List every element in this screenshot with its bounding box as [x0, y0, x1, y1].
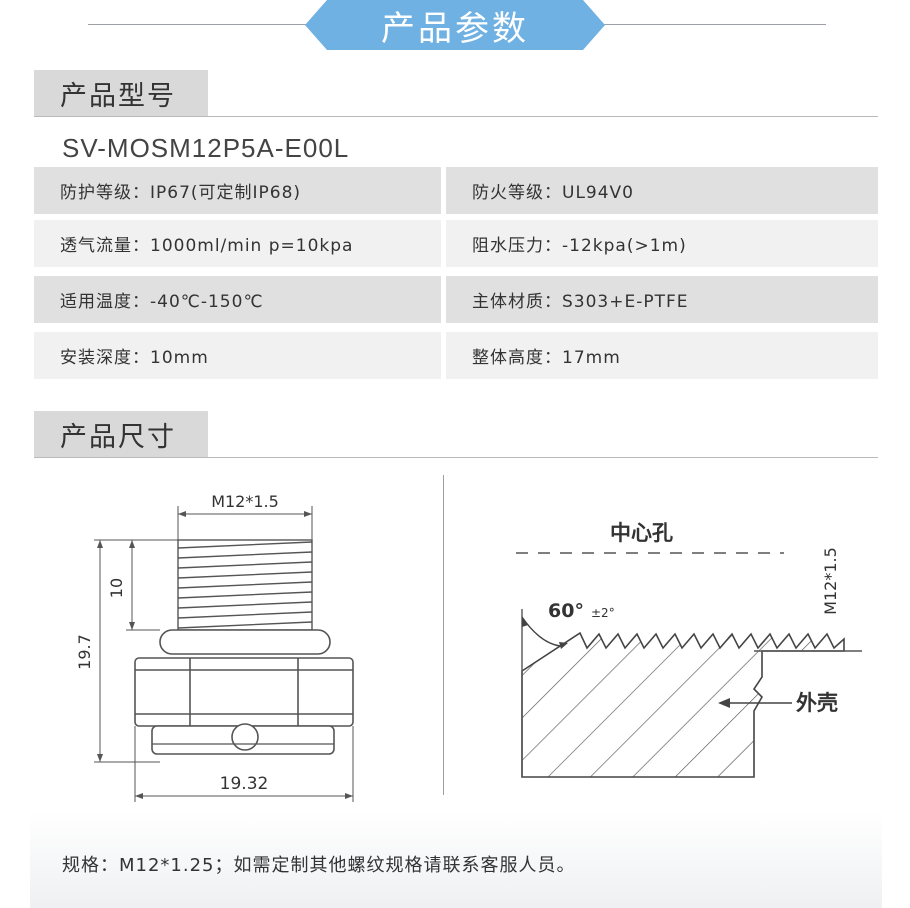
- vent-hole: [231, 723, 259, 751]
- spec-note: 规格：M12*1.25；如需定制其他螺纹规格请联系客服人员。: [62, 855, 576, 876]
- spec-temperature: 适用温度：-40℃-150℃: [34, 276, 441, 323]
- o-ring: [159, 629, 331, 655]
- thread-length-label: 10: [107, 578, 126, 598]
- spec-depth: 安装深度：10mm: [34, 332, 441, 379]
- spec-material: 主体材质：S303+E-PTFE: [446, 276, 878, 323]
- footer-background: [30, 812, 882, 908]
- banner-line-left: [88, 24, 310, 25]
- vent-plug-drawing: M12*1.5 10 19.7 19.32: [75, 492, 354, 802]
- spec-water: 阻水压力：-12kpa(>1m): [446, 220, 878, 267]
- housing-section: [521, 631, 845, 778]
- angle-tolerance: ±2°: [591, 606, 615, 620]
- spec-height: 整体高度：17mm: [446, 332, 878, 379]
- spec-airflow: 透气流量：1000ml/min p=10kpa: [34, 220, 441, 267]
- banner-line-right: [600, 24, 826, 25]
- housing-label: 外壳: [796, 691, 838, 715]
- model-number: SV-MOSM12P5A-E00L: [62, 133, 350, 163]
- dimension-heading: 产品尺寸: [34, 411, 208, 457]
- thread-profile-drawing: 中心孔 M12*1.5 60° ±2° 外壳: [492, 493, 872, 803]
- hex-width-label: 19.32: [220, 774, 269, 794]
- total-height-label: 19.7: [75, 634, 94, 670]
- dimension-rule: [34, 457, 878, 458]
- banner-title: 产品参数: [381, 8, 529, 49]
- spec-protection: 防护等级：IP67(可定制IP68): [34, 167, 441, 214]
- model-rule: [34, 116, 878, 117]
- drawing-divider: [443, 475, 444, 795]
- thread-body: [177, 539, 313, 631]
- center-hole-label: 中心孔: [610, 521, 673, 545]
- angle-label: 60°: [548, 600, 584, 622]
- spec-fire: 防火等级：UL94V0: [446, 167, 878, 214]
- section-banner: 产品参数: [305, 0, 605, 50]
- hex-nut: [134, 657, 354, 727]
- model-heading: 产品型号: [34, 70, 208, 116]
- thread-dimension-label: M12*1.5: [211, 492, 279, 511]
- thread-spec-label: M12*1.5: [821, 547, 840, 615]
